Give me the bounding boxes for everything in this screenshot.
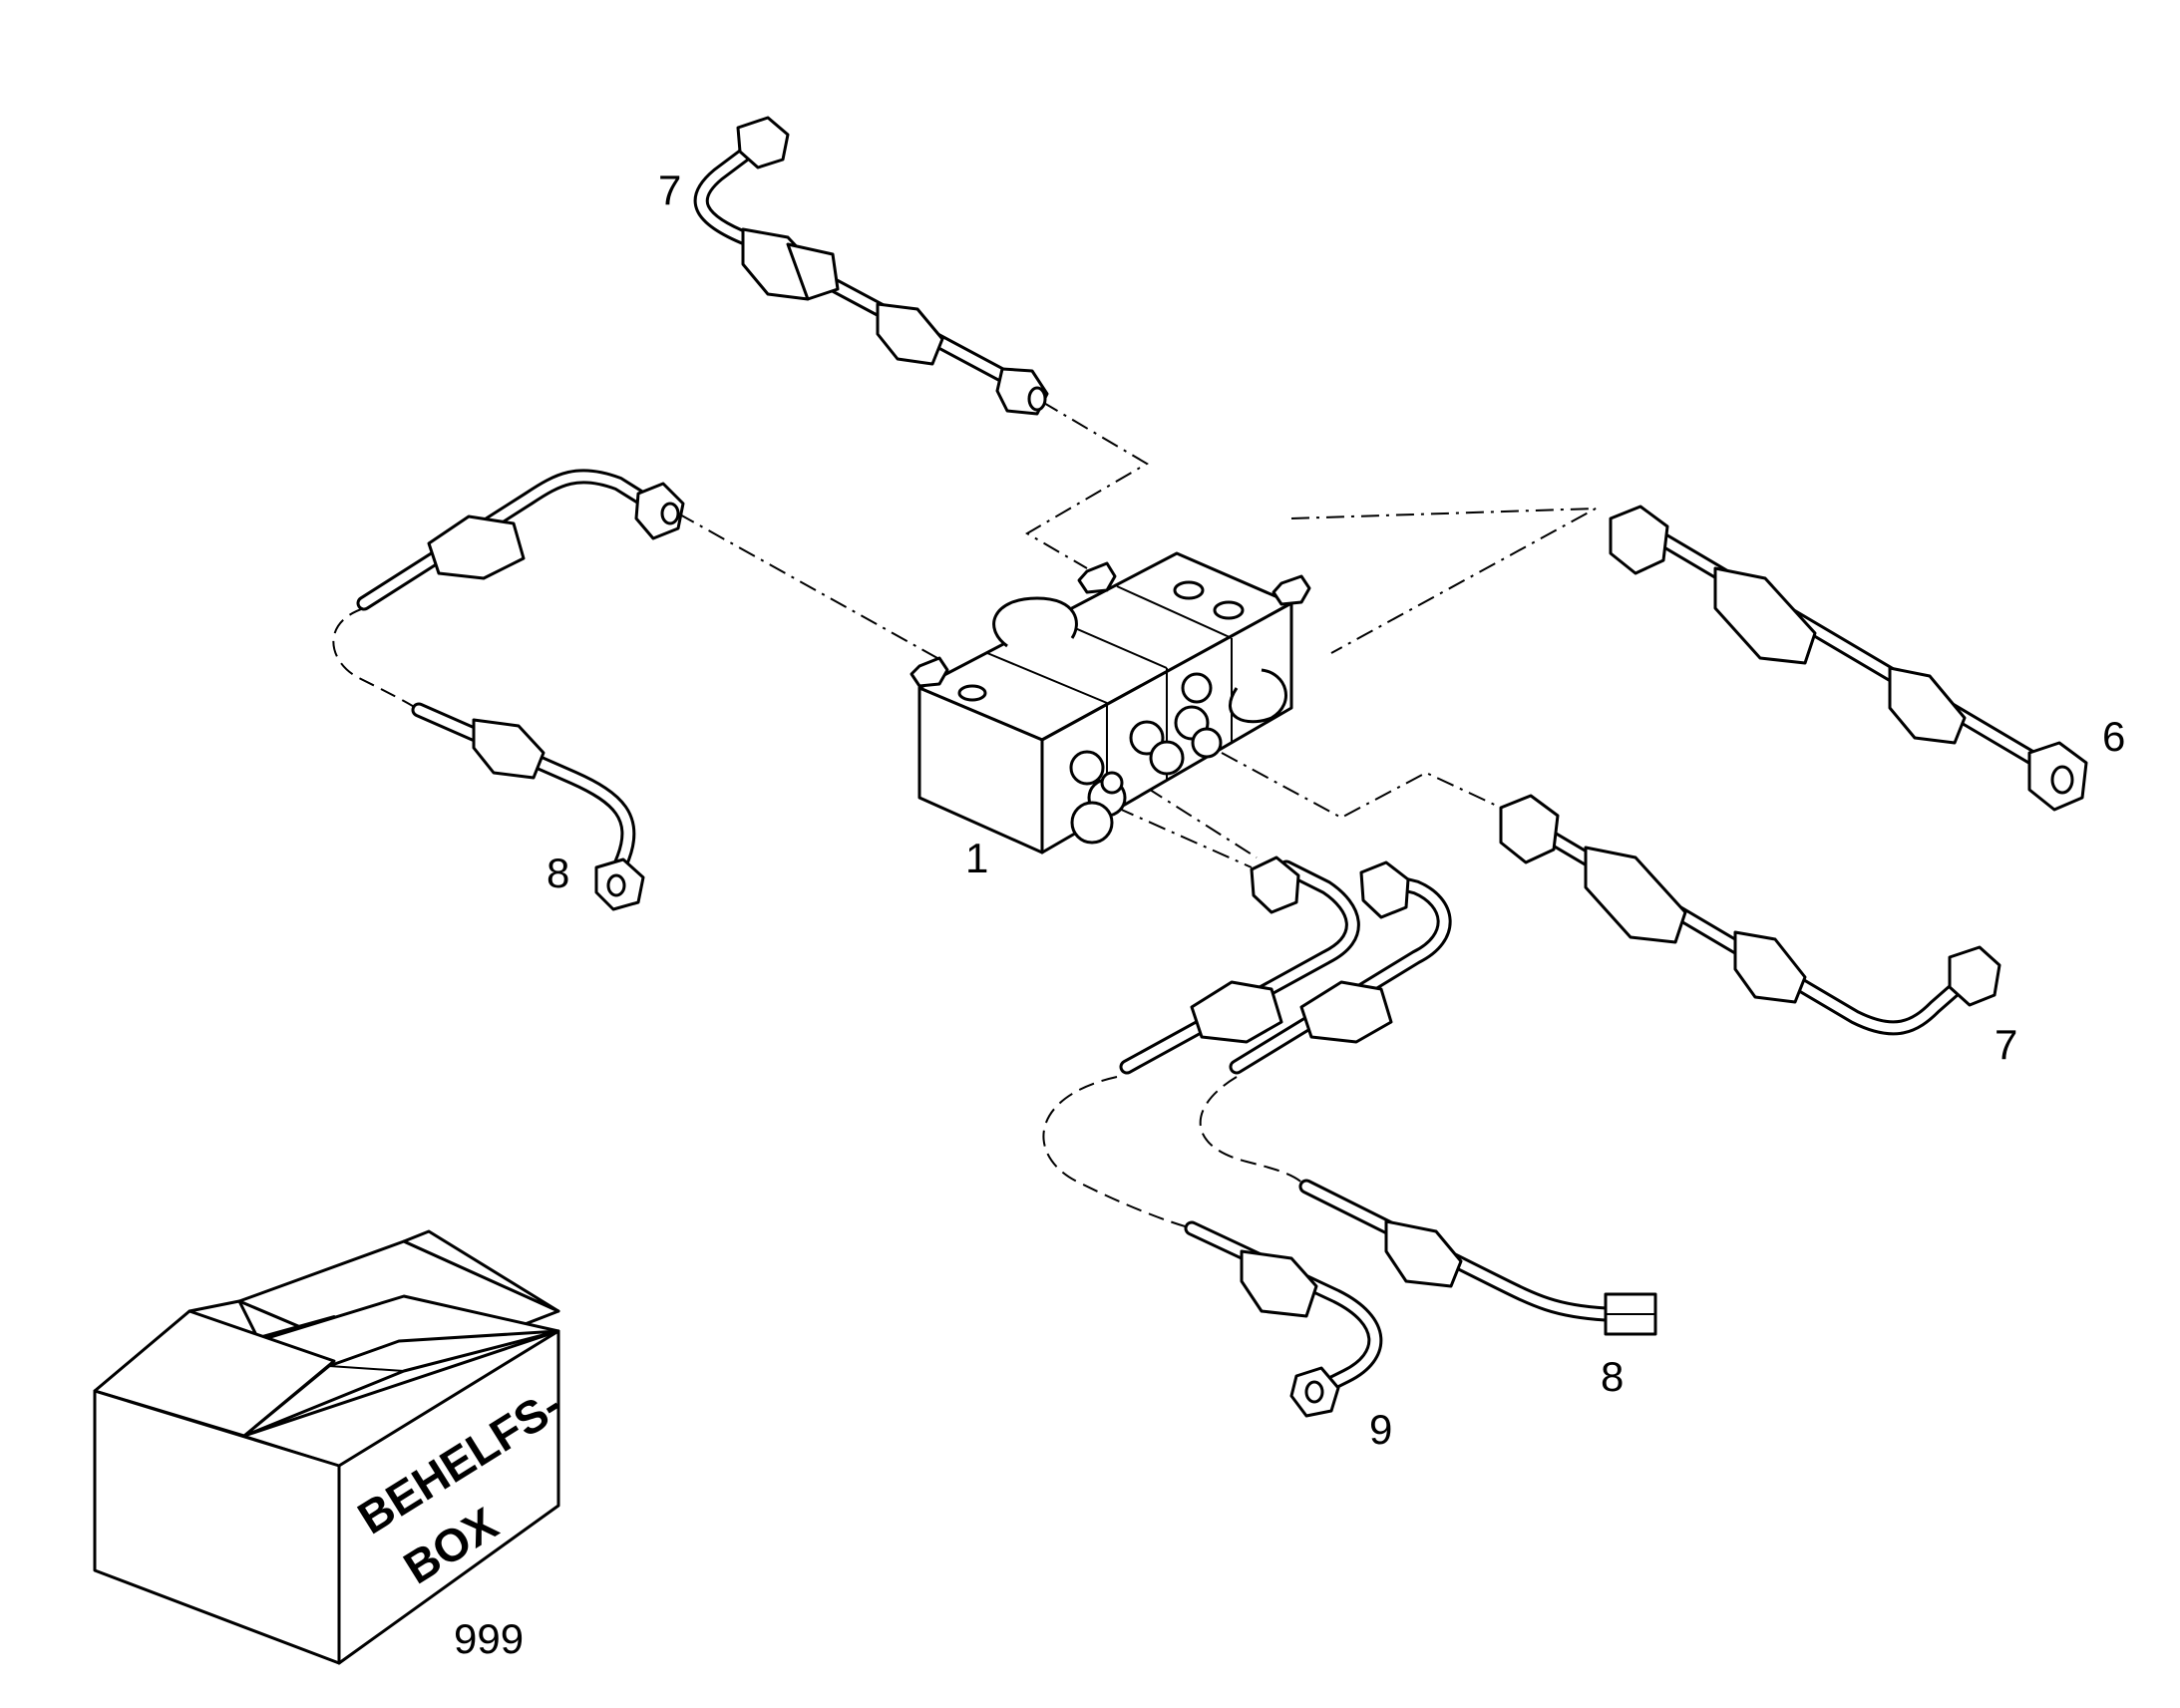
callout-pipe-right-upper: 6 bbox=[2102, 713, 2125, 760]
callout-pipe-left: 8 bbox=[546, 850, 569, 896]
pipe-assembly-bottom-right bbox=[1229, 860, 1657, 1336]
callout-block: 1 bbox=[965, 835, 988, 881]
behelfs-box: BEHELFS- BOX bbox=[93, 1229, 570, 1665]
connection-lines bbox=[332, 401, 1597, 1229]
callout-labels: 7 1 6 7 8 8 9 999 bbox=[454, 167, 2125, 1662]
pipe-assembly-left bbox=[356, 469, 685, 911]
pipe-assembly-bottom-left bbox=[1119, 855, 1383, 1418]
callout-pipe-bottom-right: 8 bbox=[1601, 1353, 1624, 1400]
pipe-assembly-right-upper bbox=[1609, 505, 2088, 812]
callout-box: 999 bbox=[454, 1615, 524, 1662]
callout-pipe-bottom-left: 9 bbox=[1369, 1406, 1392, 1453]
callout-pipe-right-lower: 7 bbox=[1995, 1021, 2017, 1068]
distributor-block bbox=[909, 551, 1311, 854]
callout-pipe-top: 7 bbox=[658, 167, 681, 213]
pipe-assembly-top bbox=[693, 116, 1049, 416]
pipe-assembly-right-lower bbox=[1499, 794, 2001, 1036]
